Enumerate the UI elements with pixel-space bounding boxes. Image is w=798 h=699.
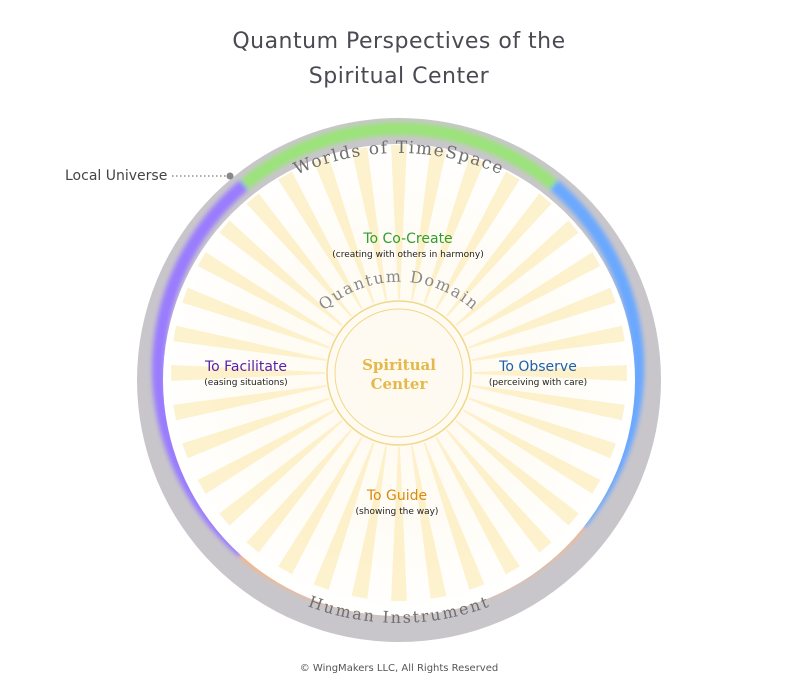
center-inner-circle [334,308,464,438]
sun-rays [171,145,627,601]
sun-ray [423,442,485,590]
sun-ray [471,384,625,421]
sun-ray [445,429,552,553]
sun-ray [445,193,552,317]
sun-ray [171,365,326,381]
co-create-desc: (creating with others in harmony) [332,250,483,260]
sun-ray [391,446,407,601]
sun-ray [455,220,579,327]
sun-ray [435,436,520,575]
sun-ray [471,325,625,362]
sun-ray [468,287,616,349]
callout-dot [226,172,234,180]
sun-ray [313,156,375,304]
center-outer-circle [326,300,472,446]
local-universe-label: Local Universe [65,168,167,184]
sun-ray [278,171,363,310]
sun-ray [246,429,353,553]
title-line-1: Quantum Perspectives of the [232,29,566,54]
facilitate-title: To Facilitate [204,359,287,375]
sun-ray [197,409,336,494]
sun-ray [182,397,330,459]
sun-ray [472,365,627,381]
title-line-2: Spiritual Center [308,64,490,89]
sun-ray [423,156,485,304]
sun-ray [391,145,407,300]
facilitate-desc: (easing situations) [204,378,287,388]
sun-ray [173,384,327,421]
sun-ray [173,325,327,362]
observe-title: To Observe [498,359,577,375]
sun-ray [351,445,388,599]
sun-ray [278,436,363,575]
sun-ray [197,252,336,337]
observe-desc: (perceiving with care) [489,378,587,388]
sun-ray [435,171,520,310]
sun-ray [313,442,375,590]
copyright-footer: © WingMakers LLC, All Rights Reserved [299,663,499,674]
page-title: Quantum Perspectives of the Spiritual Ce… [0,24,798,94]
sun-ray [468,397,616,459]
center-label-line-1: Spiritual [362,356,436,374]
sun-ray [182,287,330,349]
guide-desc: (showing the way) [356,507,439,517]
sun-ray [410,147,447,301]
co-create-title: To Co-Create [362,231,452,247]
sun-ray [462,409,601,494]
sun-ray [246,193,353,317]
sun-ray [219,220,343,327]
center-label-line-2: Center [371,375,429,393]
sun-ray [219,419,343,526]
guide-title: To Guide [366,488,427,504]
sun-ray [410,445,447,599]
sun-ray [351,147,388,301]
purple-segment [152,180,248,557]
sun-ray [455,419,579,526]
green-segment [240,122,558,190]
sun-ray [462,252,601,337]
